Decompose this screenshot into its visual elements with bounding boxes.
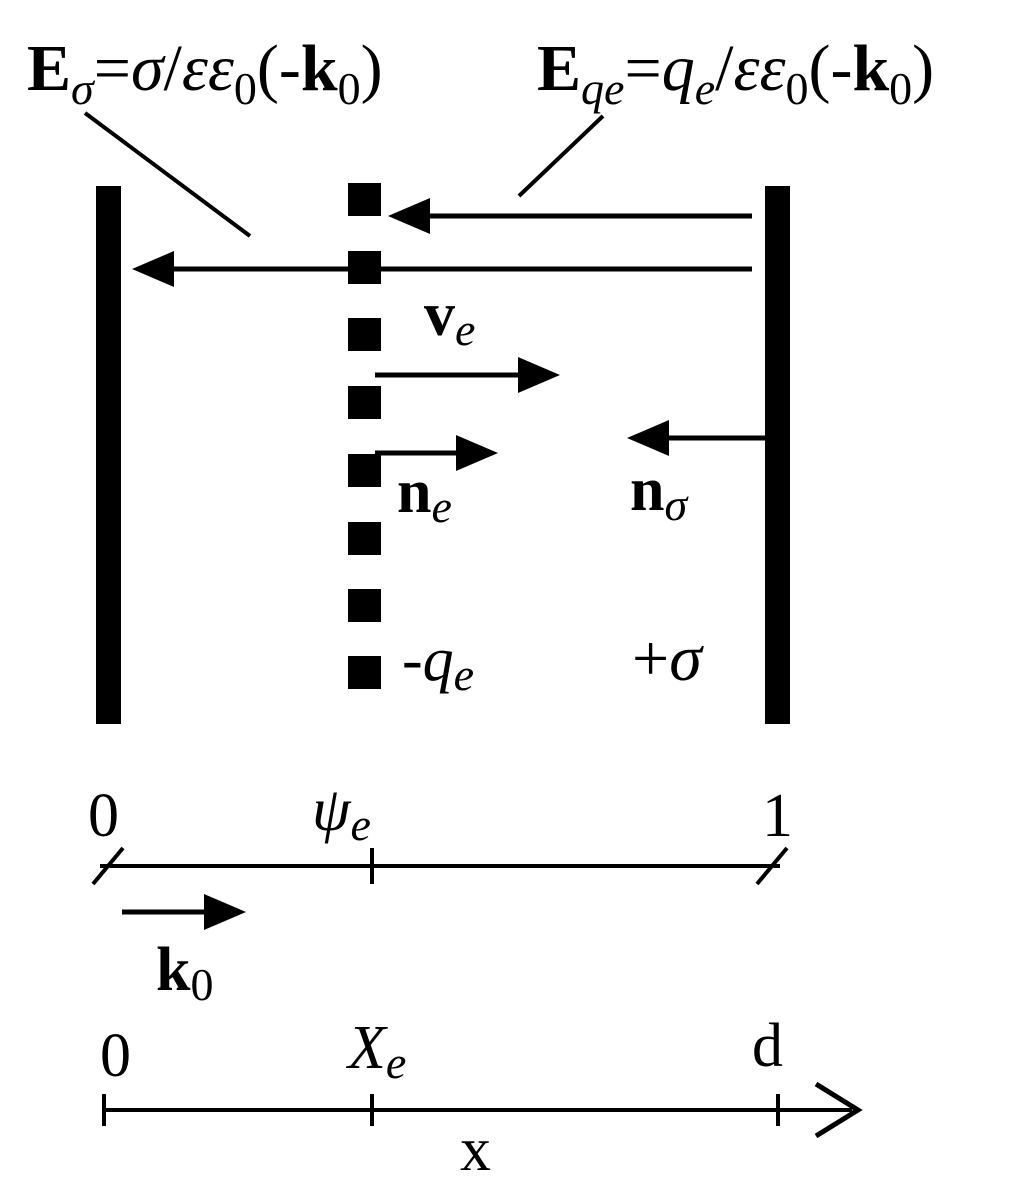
leader-e-sigma	[83, 111, 252, 238]
label-n-sigma: nσ	[630, 456, 689, 530]
k0-arrow	[122, 894, 246, 930]
normalized-axis-psi: ψe	[312, 776, 371, 850]
velocity-arrow	[375, 357, 560, 393]
left-plate	[96, 186, 121, 724]
label-plus-sigma: +σ	[632, 622, 704, 695]
x-axis-label: x	[460, 1116, 491, 1184]
normal-arrow-e	[375, 435, 498, 471]
x-axis	[102, 1081, 863, 1139]
normalized-axis-start: 0	[88, 782, 119, 850]
normalized-axis-end: 1	[762, 782, 793, 850]
right-plate	[765, 186, 790, 724]
charge-layer	[348, 183, 381, 689]
label-minus-q-e: -qe	[402, 626, 474, 700]
leader-e-qe	[517, 114, 605, 198]
field-arrow-e-qe	[388, 198, 752, 234]
label-k0: k0	[156, 936, 213, 1010]
label-e-qe: Eqe=qe/εε0(-k0)	[537, 32, 934, 114]
normal-arrow-sigma	[627, 420, 765, 456]
label-e-sigma: Eσ=σ/εε0(-k0)	[27, 32, 383, 114]
label-n-e: ne	[397, 458, 452, 532]
x-axis-end: d	[752, 1012, 783, 1080]
x-axis-start: 0	[100, 1022, 131, 1090]
label-v-e: ve	[424, 281, 475, 355]
field-arrow-e-sigma	[132, 251, 752, 287]
normalized-axis	[91, 846, 789, 886]
x-axis-xe: Xe	[345, 1014, 406, 1088]
